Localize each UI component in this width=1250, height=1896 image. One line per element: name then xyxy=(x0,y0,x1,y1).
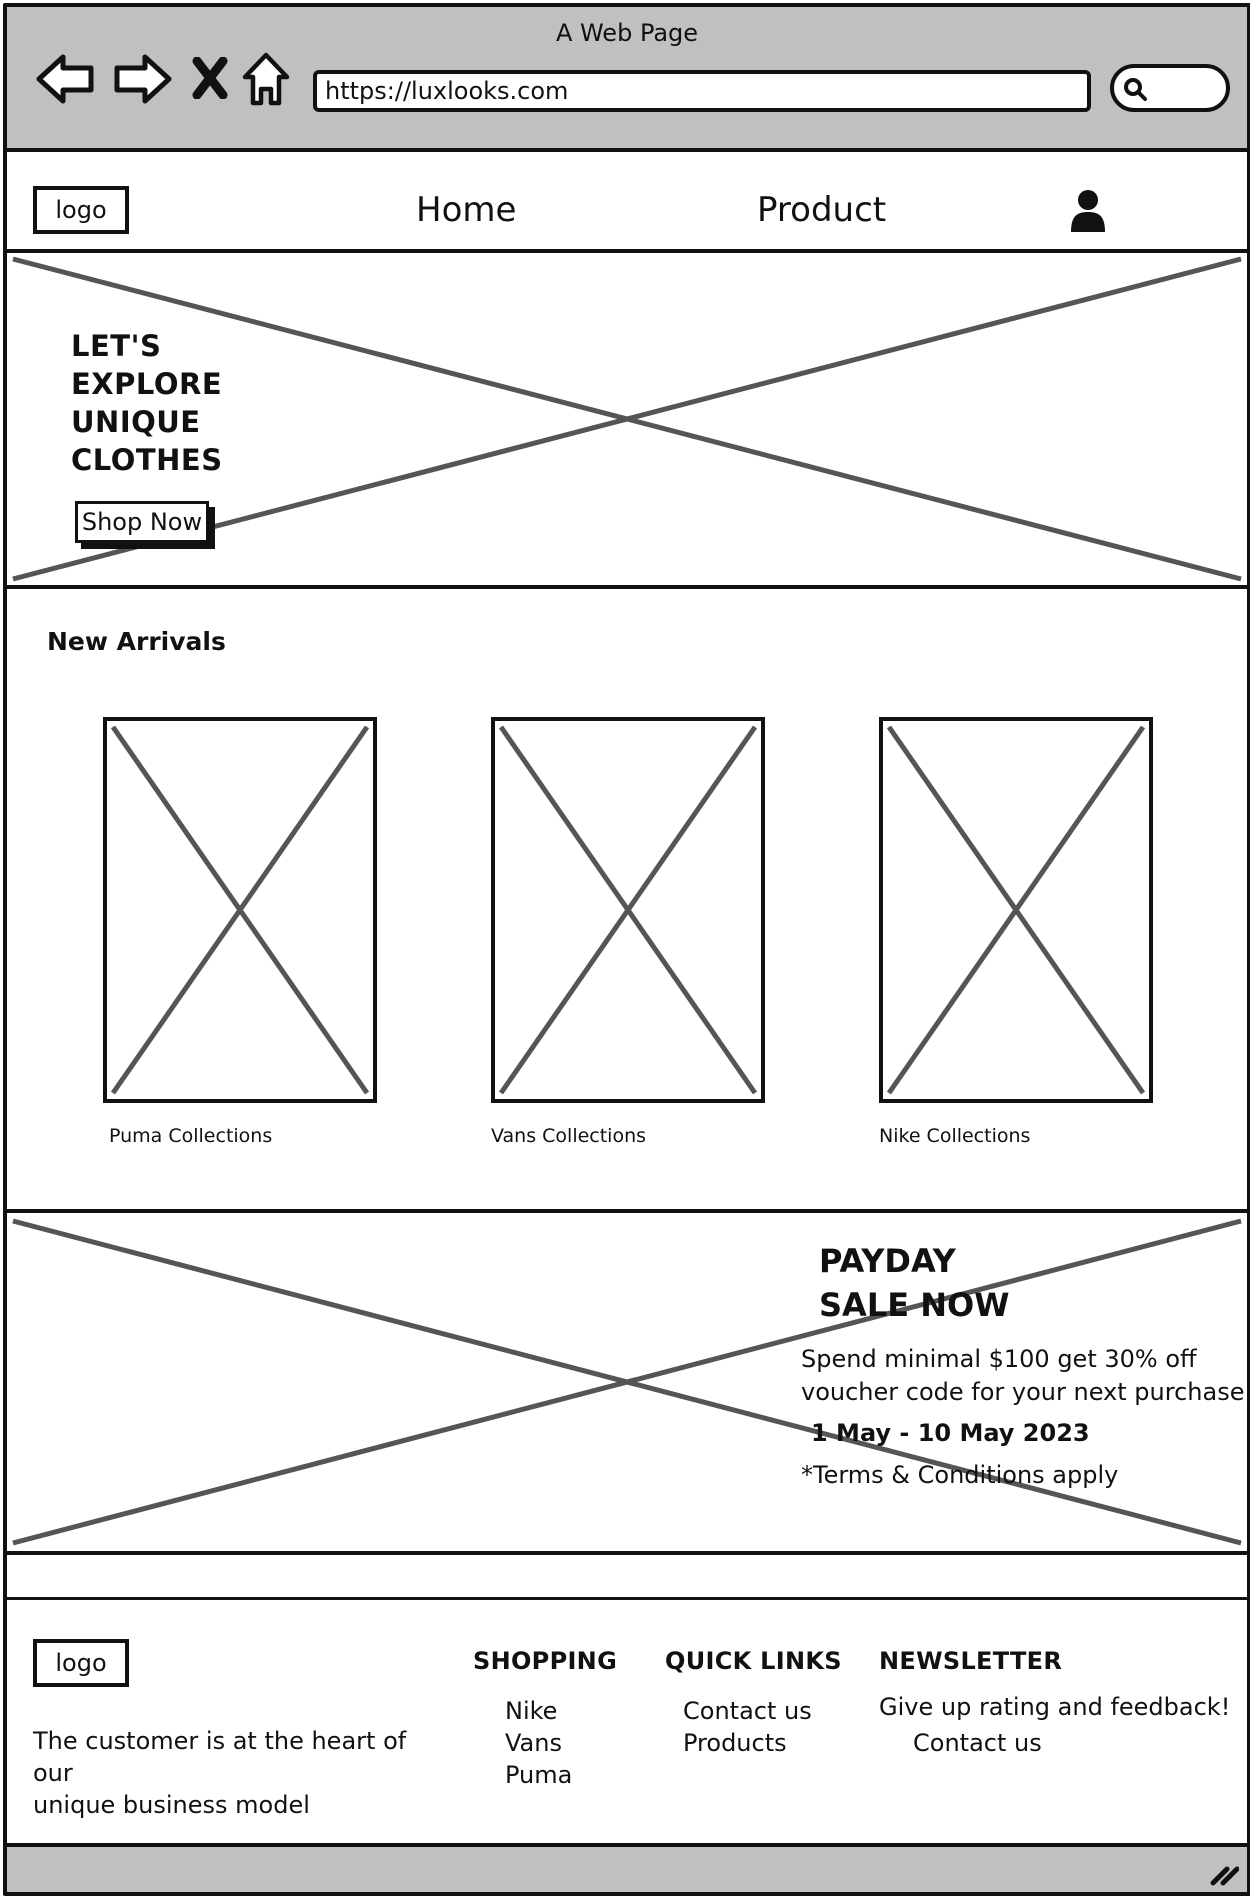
footer-link-nike[interactable]: Nike xyxy=(505,1697,558,1725)
product-caption[interactable]: Puma Collections xyxy=(109,1125,273,1147)
product-caption[interactable]: Nike Collections xyxy=(879,1125,1031,1147)
promo-description-line: Spend minimal $100 get 30% off xyxy=(801,1345,1197,1373)
footer-shopping-title: SHOPPING xyxy=(473,1647,618,1675)
promo-title-line: PAYDAY xyxy=(819,1242,956,1280)
new-arrivals-heading: New Arrivals xyxy=(47,627,226,656)
footer-tagline-line: unique business model xyxy=(33,1791,310,1819)
promo-image-placeholder xyxy=(12,1218,1242,1546)
promo-terms: *Terms & Conditions apply xyxy=(801,1461,1119,1489)
hero-banner: LET'S EXPLORE UNIQUE CLOTHES Shop Now xyxy=(7,253,1247,589)
newsletter-contact-link[interactable]: Contact us xyxy=(913,1729,1042,1757)
site-logo[interactable]: logo xyxy=(33,186,129,234)
product-image-placeholder[interactable] xyxy=(879,717,1153,1103)
footer-divider xyxy=(7,1597,1247,1600)
search-icon xyxy=(1124,78,1147,101)
resize-grip-icon[interactable] xyxy=(1207,1857,1239,1887)
hero-title-line: LET'S xyxy=(71,329,162,363)
hero-title-line: CLOTHES xyxy=(71,443,223,477)
promo-description: Spend minimal $100 get 30% off voucher c… xyxy=(801,1343,1247,1409)
hero-title: LET'S EXPLORE UNIQUE CLOTHES xyxy=(71,327,371,479)
address-bar[interactable]: https://luxlooks.com xyxy=(313,70,1091,112)
product-image-placeholder[interactable] xyxy=(103,717,377,1103)
site-footer: logo The customer is at the heart of our… xyxy=(7,1555,1247,1843)
product-image-placeholder[interactable] xyxy=(491,717,765,1103)
browser-status-bar xyxy=(7,1843,1247,1892)
hero-title-line: UNIQUE xyxy=(71,405,201,439)
browser-chrome: A Web Page https://luxlooks.com xyxy=(7,7,1247,152)
product-card-puma[interactable]: Puma Collections xyxy=(103,717,377,1147)
hero-title-line: EXPLORE xyxy=(71,367,223,401)
close-x-icon[interactable] xyxy=(191,57,229,99)
window-title: A Web Page xyxy=(555,19,699,47)
nav-product-link[interactable]: Product xyxy=(757,190,887,230)
product-card-vans[interactable]: Vans Collections xyxy=(491,717,765,1147)
back-arrow-icon[interactable] xyxy=(35,53,97,105)
footer-quick-links-title: QUICK LINKS xyxy=(665,1647,842,1675)
url-text: https://luxlooks.com xyxy=(325,77,569,105)
hero-image-placeholder xyxy=(12,256,1242,582)
browser-search-field[interactable] xyxy=(1110,64,1230,112)
shop-now-button[interactable]: Shop Now xyxy=(75,501,209,543)
promo-title-line: SALE NOW xyxy=(819,1286,1010,1324)
footer-tagline-line: The customer is at the heart of our xyxy=(33,1727,407,1787)
promo-dates: 1 May - 10 May 2023 xyxy=(811,1419,1090,1447)
promo-banner: PAYDAY SALE NOW Spend minimal $100 get 3… xyxy=(7,1213,1247,1555)
footer-link-vans[interactable]: Vans xyxy=(505,1729,562,1757)
nav-home-link[interactable]: Home xyxy=(416,190,517,230)
product-caption[interactable]: Vans Collections xyxy=(491,1125,647,1147)
newsletter-text: Give up rating and feedback! xyxy=(879,1693,1231,1721)
promo-title: PAYDAY SALE NOW xyxy=(819,1239,1009,1327)
forward-arrow-icon[interactable] xyxy=(111,53,173,105)
product-card-nike[interactable]: Nike Collections xyxy=(879,717,1153,1147)
footer-tagline: The customer is at the heart of our uniq… xyxy=(33,1725,453,1821)
footer-newsletter-title: NEWSLETTER xyxy=(879,1647,1063,1675)
browser-window: A Web Page https://luxlooks.com logo Hom… xyxy=(3,3,1250,1896)
footer-link-contact-us[interactable]: Contact us xyxy=(683,1697,812,1725)
promo-description-line: voucher code for your next purchase xyxy=(801,1378,1245,1406)
user-icon[interactable] xyxy=(1069,188,1107,234)
footer-logo[interactable]: logo xyxy=(33,1639,129,1687)
site-navbar: logo Home Product xyxy=(7,152,1247,253)
home-icon[interactable] xyxy=(241,51,291,107)
new-arrivals-section: New Arrivals Puma Collections Vans Colle… xyxy=(7,589,1247,1213)
footer-link-puma[interactable]: Puma xyxy=(505,1761,573,1789)
footer-link-products[interactable]: Products xyxy=(683,1729,787,1757)
